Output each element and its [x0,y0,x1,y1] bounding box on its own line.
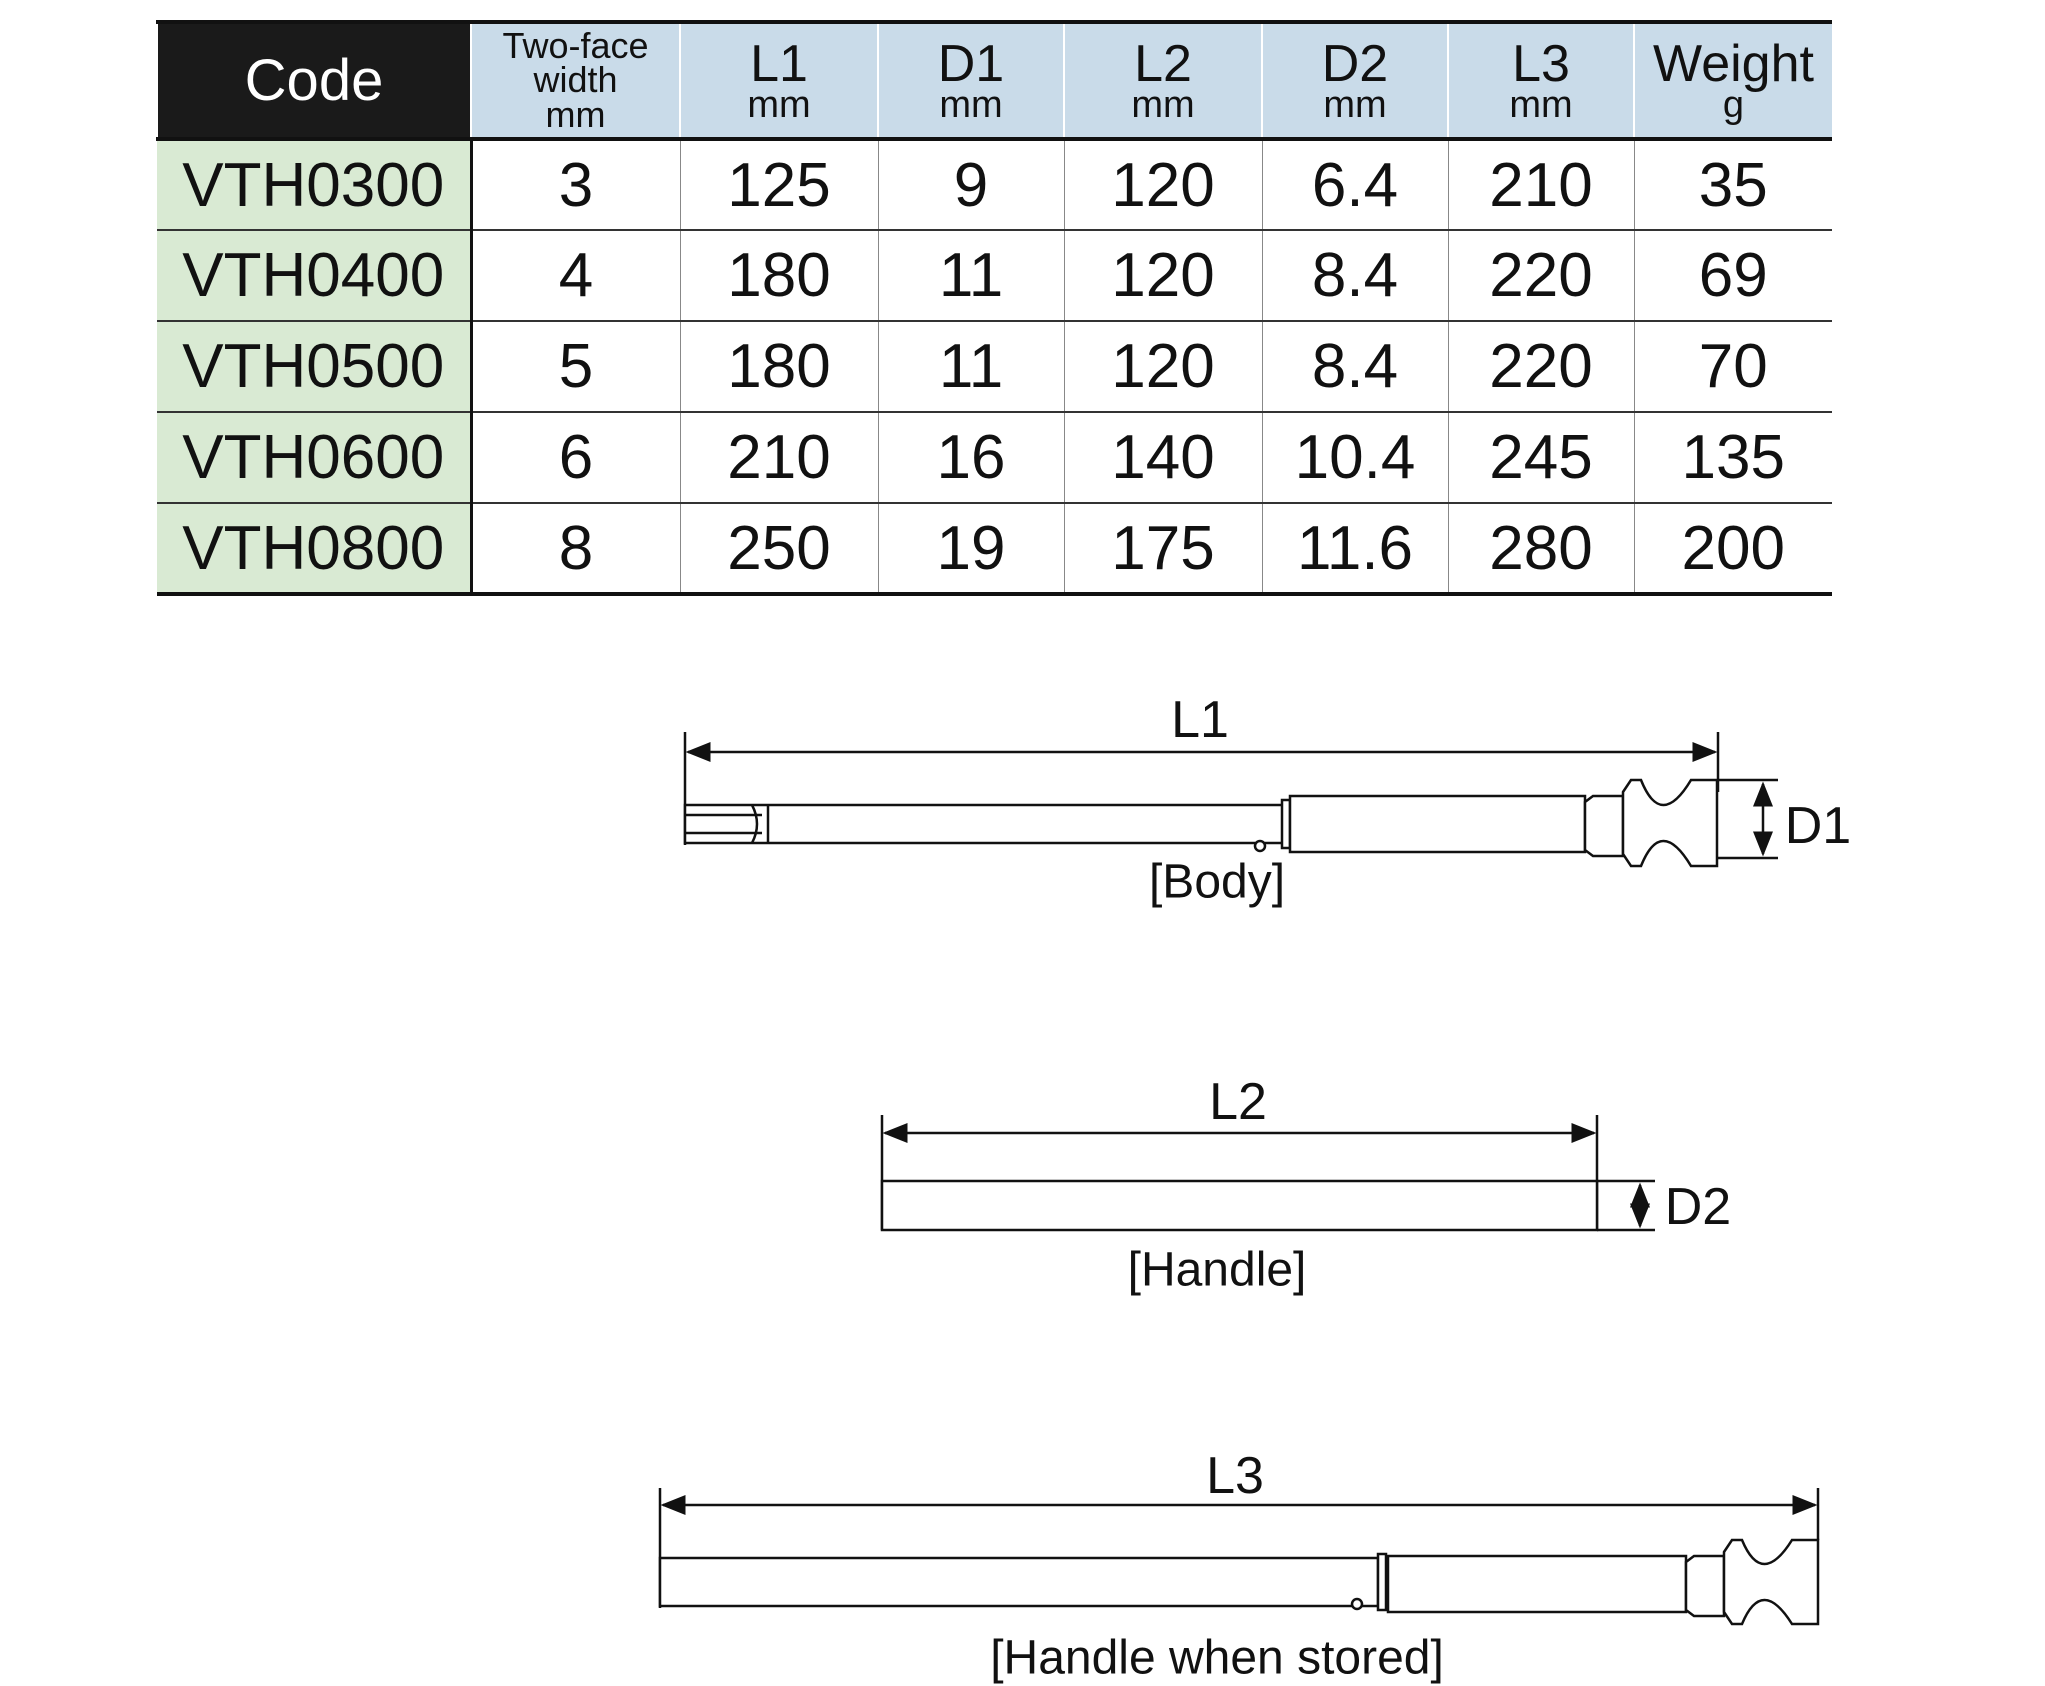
value-cell: 200 [1633,503,1832,594]
value-cell: 8 [470,503,680,594]
value-cell: 140 [1063,412,1262,503]
value-cell: 120 [1063,139,1262,230]
code-cell: VTH0400 [157,230,473,321]
value-cell: 3 [470,139,680,230]
value-cell: 6 [470,412,680,503]
value-cell: 280 [1447,503,1634,594]
value-cell: 5 [470,321,680,412]
header-code: Code [156,22,471,141]
value-cell: 70 [1633,321,1832,412]
code-cell: VTH0300 [157,139,473,230]
value-cell: 9 [877,139,1064,230]
value-cell: 10.4 [1261,412,1448,503]
value-cell: 220 [1447,321,1634,412]
value-cell: 11.6 [1261,503,1448,594]
value-cell: 120 [1063,321,1262,412]
stored-diagram [658,1488,1820,1626]
value-cell: 135 [1633,412,1832,503]
value-cell: 125 [679,139,878,230]
value-cell: 8.4 [1261,321,1448,412]
value-cell: 250 [679,503,878,594]
value-cell: 19 [877,503,1064,594]
value-cell: 180 [679,321,878,412]
stored-caption: [Handle when stored] [990,1631,1444,1685]
value-cell: 16 [877,412,1064,503]
l2-label: L2 [1209,1073,1267,1131]
code-cell: VTH0800 [157,503,473,594]
value-cell: 11 [877,230,1064,321]
d1-label: D1 [1784,797,1852,855]
handle-shaft [880,1179,1599,1232]
value-cell: 6.4 [1261,139,1448,230]
value-cell: 220 [1447,230,1634,321]
code-cell: VTH0600 [157,412,473,503]
value-cell: 11 [877,321,1064,412]
code-cell: VTH0500 [157,321,473,412]
header-two-face-width: Two-face width mm [470,22,680,141]
value-cell: 8.4 [1261,230,1448,321]
value-cell: 175 [1063,503,1262,594]
value-cell: 120 [1063,230,1262,321]
value-cell: 4 [470,230,680,321]
value-cell: 210 [1447,139,1634,230]
l3-label: L3 [1206,1447,1264,1505]
value-cell: 35 [1633,139,1832,230]
body-diagram [683,732,1778,868]
body-caption: [Body] [1148,855,1286,909]
value-cell: 69 [1633,230,1832,321]
handle-caption: [Handle] [1127,1243,1307,1297]
body-shaft [683,803,1287,845]
l1-label: L1 [1171,691,1229,749]
handle-diagram [880,1115,1655,1232]
value-cell: 245 [1447,412,1634,503]
d2-label: D2 [1664,1178,1732,1236]
value-cell: 210 [679,412,878,503]
value-cell: 180 [679,230,878,321]
